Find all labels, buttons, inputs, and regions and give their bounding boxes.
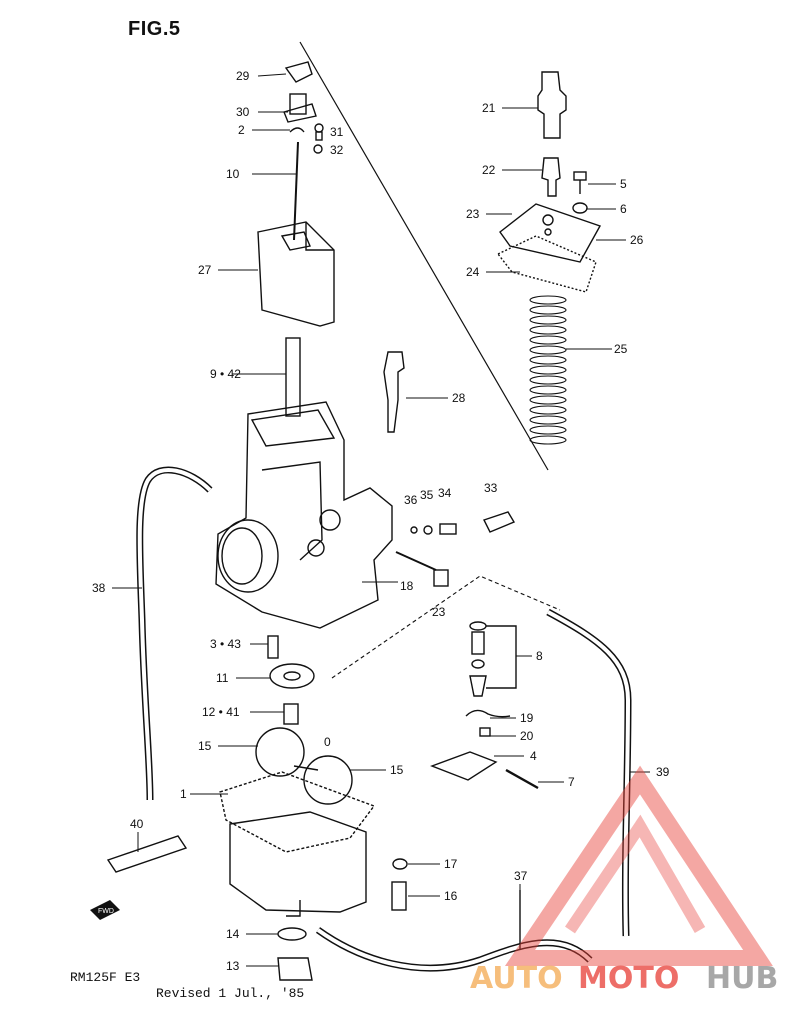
callout-22: 22 — [482, 163, 496, 177]
callout-33: 33 — [484, 481, 498, 495]
callout-23-mid: 23 — [432, 605, 446, 619]
logo-text-auto: AUTO — [470, 961, 563, 996]
callout-7: 7 — [568, 775, 575, 789]
callout-15-right: 15 — [390, 763, 404, 777]
callout-12-41: 12 • 41 — [202, 705, 240, 719]
callout-32: 32 — [330, 143, 344, 157]
callout-23-top: 23 — [466, 207, 480, 221]
callout-18: 18 — [400, 579, 414, 593]
callout-9-42: 9 • 42 — [210, 367, 241, 381]
callout-35: 35 — [420, 488, 434, 502]
callout-3-43: 3 • 43 — [210, 637, 241, 651]
callout-26: 26 — [630, 233, 644, 247]
automotohub-watermark-logo: AUTO MOTO HUB — [470, 765, 778, 996]
logo-text-moto: MOTO — [578, 961, 679, 996]
callout-13: 13 — [226, 959, 240, 973]
callout-2: 2 — [238, 123, 245, 137]
callout-14: 14 — [226, 927, 240, 941]
figure-title: FIG.5 — [128, 18, 181, 40]
callout-34: 34 — [438, 486, 452, 500]
callout-10: 10 — [226, 167, 240, 181]
callout-1: 1 — [180, 787, 187, 801]
callout-21: 21 — [482, 101, 496, 115]
revision-note: Revised 1 Jul., '85 — [156, 986, 305, 1001]
logo-text-hub: HUB — [706, 961, 778, 996]
callout-4: 4 — [530, 749, 537, 763]
callout-40: 40 — [130, 817, 144, 831]
callout-39: 39 — [656, 765, 670, 779]
fwd-label: FWD — [98, 908, 114, 915]
callout-27: 27 — [198, 263, 212, 277]
callout-17: 17 — [444, 857, 458, 871]
callout-28: 28 — [452, 391, 466, 405]
callout-6: 6 — [620, 202, 627, 216]
callout-15-left: 15 — [198, 739, 212, 753]
callout-36: 36 — [404, 493, 418, 507]
callout-30: 30 — [236, 105, 250, 119]
callout-0: 0 — [324, 735, 331, 749]
callout-11: 11 — [216, 671, 229, 685]
callout-5: 5 — [620, 177, 627, 191]
fwd-arrow-icon: FWD — [90, 900, 120, 920]
callout-16: 16 — [444, 889, 458, 903]
callout-8: 8 — [536, 649, 543, 663]
callout-25: 25 — [614, 342, 628, 356]
callout-19: 19 — [520, 711, 534, 725]
callout-38: 38 — [92, 581, 106, 595]
callout-31: 31 — [330, 125, 344, 139]
callout-29: 29 — [236, 69, 250, 83]
callout-37: 37 — [514, 869, 528, 883]
model-code: RM125F E3 — [70, 970, 141, 985]
callout-24: 24 — [466, 265, 480, 279]
callout-20: 20 — [520, 729, 534, 743]
